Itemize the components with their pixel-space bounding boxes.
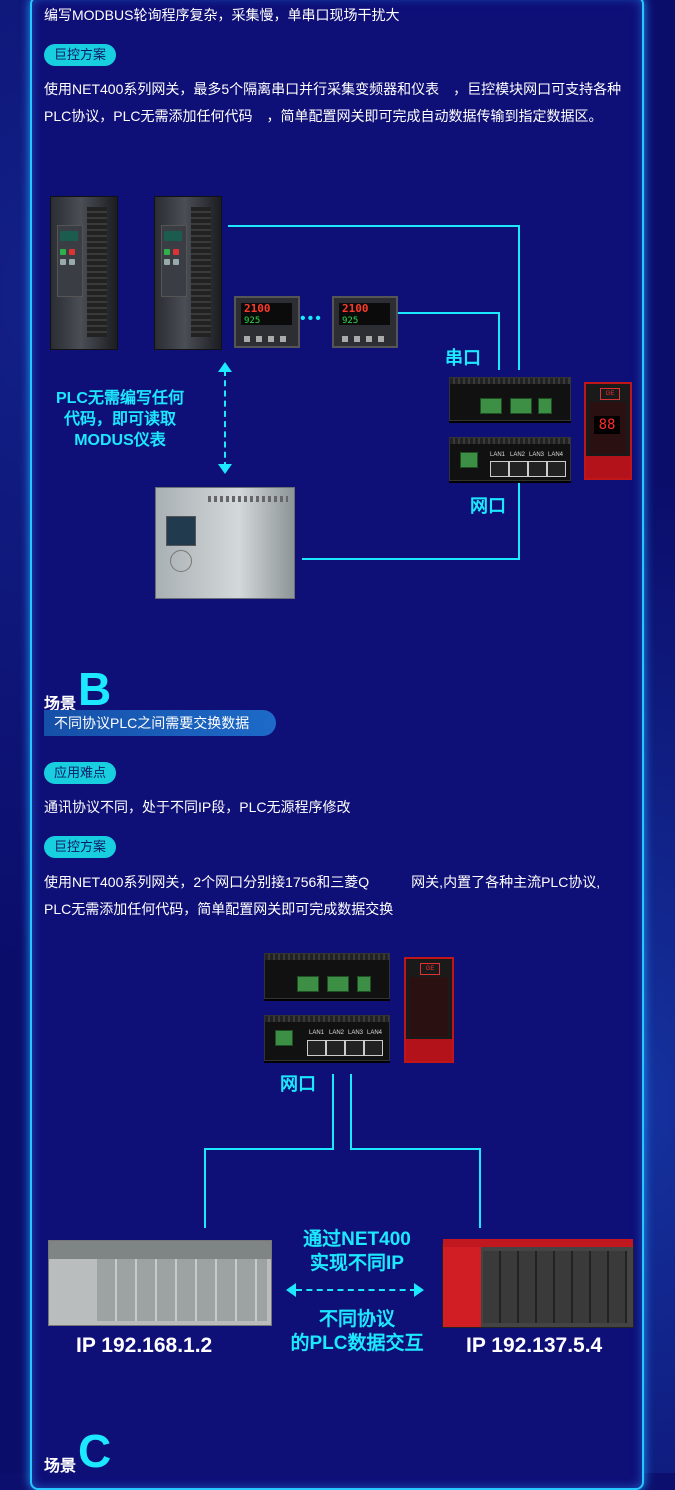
mitsubishi-plc bbox=[442, 1239, 634, 1328]
difficulty-text-b: 通讯协议不同，处于不同IP段，PLC无源程序修改 bbox=[44, 799, 351, 815]
scene-c-label: 场景 bbox=[44, 1458, 77, 1475]
network-port-label-a: 网口 bbox=[470, 496, 506, 516]
frequency-drive-1 bbox=[50, 196, 118, 350]
caption-top: 通过NET400 实现不同IP bbox=[303, 1229, 411, 1274]
scene-c-letter: C bbox=[78, 1425, 112, 1477]
top-problem-text: 编写MODBUS轮询程序复杂，采集慢，单串口现场干扰大 bbox=[44, 7, 400, 23]
arrow-left-icon bbox=[286, 1283, 296, 1297]
solution-text-a: 使用NET400系列网关，最多5个隔离串口并行采集变频器和仪表 ，巨控模块网口可… bbox=[44, 81, 622, 124]
solution-text-b: 使用NET400系列网关，2个网口分别接1756和三菱Q 网关,内置了各种主流P… bbox=[44, 874, 601, 917]
scene-b-title: 不同协议PLC之间需要交换数据 bbox=[44, 710, 276, 736]
arrow-up-icon bbox=[218, 362, 232, 372]
caption-bottom: 不同协议 的PLC数据交互 bbox=[290, 1309, 424, 1354]
ip-left: IP 192.168.1.2 bbox=[76, 1334, 213, 1357]
red-power-module: GE 88 bbox=[584, 382, 632, 480]
arrow-right-icon bbox=[414, 1283, 424, 1297]
gateway-serial-module-b bbox=[264, 953, 390, 999]
gateway-serial-module bbox=[449, 377, 571, 421]
plc-caption: PLC无需编写任何 代码，即可读取 MODUS仪表 bbox=[55, 390, 184, 449]
gateway-network-module: LAN1 LAN2 LAN3 LAN4 bbox=[449, 437, 571, 481]
red-power-module-b: GE bbox=[404, 957, 454, 1063]
dashed-arrow-vertical bbox=[224, 370, 226, 468]
arrow-down-icon bbox=[218, 464, 232, 474]
scene-b-letter: B bbox=[78, 663, 112, 715]
scene-b-label: 场景 bbox=[44, 696, 77, 713]
gateway-network-module-b: LAN1 LAN2 LAN3 LAN4 bbox=[264, 1015, 390, 1061]
difficulty-pill-b: 应用难点 bbox=[44, 762, 117, 784]
serial-port-label: 串口 bbox=[445, 348, 481, 368]
siemens-plc bbox=[155, 487, 295, 599]
network-port-label-b: 网口 bbox=[280, 1074, 316, 1094]
connection-dots: ••• bbox=[300, 310, 323, 327]
dashed-arrow-horizontal bbox=[296, 1289, 416, 1291]
frequency-drive-2 bbox=[154, 196, 222, 350]
solution-pill-a: 巨控方案 bbox=[44, 44, 117, 66]
solution-pill-b: 巨控方案 bbox=[44, 836, 117, 858]
ip-right: IP 192.137.5.4 bbox=[466, 1334, 603, 1357]
allen-bradley-plc bbox=[48, 1240, 272, 1326]
